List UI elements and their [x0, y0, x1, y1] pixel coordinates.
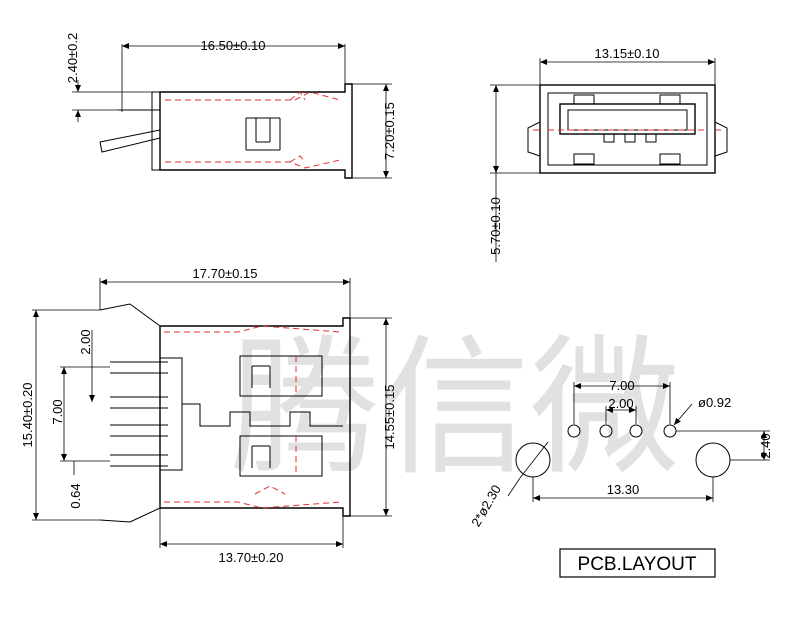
pcb-post-span-label: 13.30 [607, 482, 640, 497]
pcb-pin-diameter-label: ø0.92 [698, 395, 731, 410]
pcb-post-offset-label: 2.40 [758, 433, 773, 458]
side-top-label: 2.40±0.2 [65, 33, 80, 84]
front-view [490, 58, 728, 262]
pcb-pin-pitch-label: 2.00 [608, 396, 633, 411]
pcb-layout [507, 382, 770, 578]
top-pin-pitch-label: 2.00 [78, 329, 93, 354]
top-pin-offset-label: 0.64 [68, 483, 83, 508]
front-width-label: 13.15±0.10 [595, 46, 660, 61]
top-view [32, 278, 392, 548]
top-pin-span-label: 7.00 [50, 399, 65, 424]
top-body-width-label: 14.55±0.15 [382, 385, 397, 450]
side-view [72, 43, 392, 179]
watermark-text: 腾信微 [230, 322, 680, 496]
side-length-label: 16.50±0.10 [201, 38, 266, 53]
side-height-label: 7.20±0.15 [382, 102, 397, 160]
front-height-label: 5.70±0.10 [488, 197, 503, 255]
top-total-length-label: 17.70±0.15 [193, 266, 258, 281]
top-body-length-label: 13.70±0.20 [219, 550, 284, 565]
pcb-layout-title: PCB.LAYOUT [578, 554, 697, 575]
top-total-width-label: 15.40±0.20 [20, 383, 35, 448]
pcb-pin-span-label: 7.00 [609, 378, 634, 393]
